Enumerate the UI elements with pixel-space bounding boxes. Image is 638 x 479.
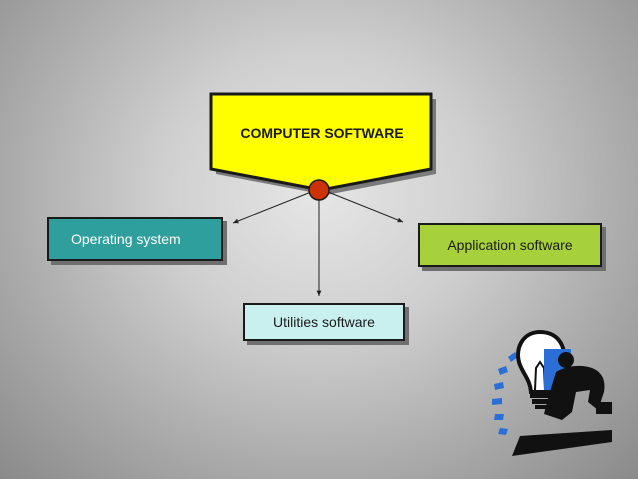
person-pushing-lightbulb-icon bbox=[492, 332, 612, 456]
node-operating-system: Operating system bbox=[47, 217, 223, 261]
node-utilities-software: Utilities software bbox=[243, 303, 405, 341]
connector-to-operating-system bbox=[233, 192, 311, 223]
node-application-software-label: Application software bbox=[447, 237, 572, 253]
root-node-label: COMPUTER SOFTWARE bbox=[212, 98, 432, 168]
node-application-software: Application software bbox=[418, 223, 602, 267]
node-utilities-software-label: Utilities software bbox=[273, 314, 375, 330]
connector-to-application-software bbox=[328, 192, 403, 222]
node-operating-system-label: Operating system bbox=[71, 231, 181, 247]
connector-hub bbox=[309, 180, 329, 200]
